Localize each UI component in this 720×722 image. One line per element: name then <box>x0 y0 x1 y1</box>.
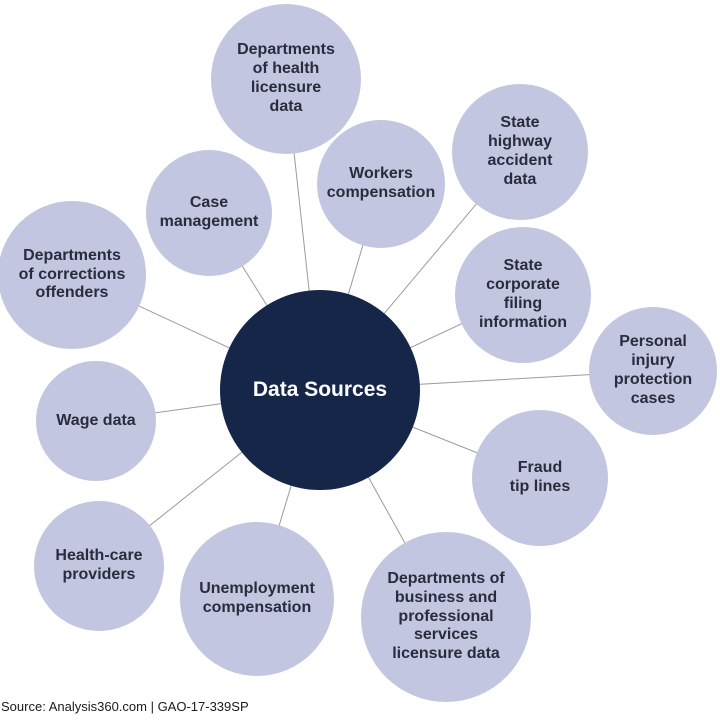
diagram-node-fraud-tip-lines: Fraud tip lines <box>472 410 608 546</box>
diagram-node-case-management: Case management <box>146 150 272 276</box>
diagram-node-health-care-providers: Health-care providers <box>34 501 164 631</box>
diagram-center-data-sources: Data Sources <box>220 290 420 490</box>
node-label: Unemployment compensation <box>199 580 315 616</box>
diagram-node-health-licensure-data: Departments of health licensure data <box>211 4 361 154</box>
center-label: Data Sources <box>252 378 388 401</box>
diagram-node-business-professional-services-licensure: Departments of business and professional… <box>361 532 531 702</box>
node-label: Departments of health licensure data <box>237 41 335 115</box>
diagram-node-corrections-offenders: Departments of corrections offenders <box>0 201 146 349</box>
diagram-node-workers-compensation: Workers compensation <box>317 120 445 248</box>
node-label: Personal injury protection cases <box>613 333 693 407</box>
diagram-node-state-highway-accident-data: State highway accident data <box>452 84 588 220</box>
node-label: State corporate filing information <box>479 257 567 331</box>
source-citation: Source: Analysis360.com | GAO-17-339SP <box>1 699 249 714</box>
diagram-node-state-corporate-filing-information: State corporate filing information <box>455 227 591 363</box>
node-label: State highway accident data <box>487 114 553 188</box>
node-label: Fraud tip lines <box>509 459 571 495</box>
node-label: Workers compensation <box>326 165 436 201</box>
diagram-node-unemployment-compensation: Unemployment compensation <box>180 522 334 676</box>
diagram-node-personal-injury-protection-cases: Personal injury protection cases <box>589 307 717 435</box>
node-label: Departments of business and professional… <box>387 569 505 663</box>
node-label: Wage data <box>56 411 136 429</box>
node-label: Departments of corrections offenders <box>18 246 126 302</box>
node-label: Health-care providers <box>55 547 143 583</box>
diagram-node-wage-data: Wage data <box>36 361 156 481</box>
node-label: Case management <box>159 194 259 230</box>
